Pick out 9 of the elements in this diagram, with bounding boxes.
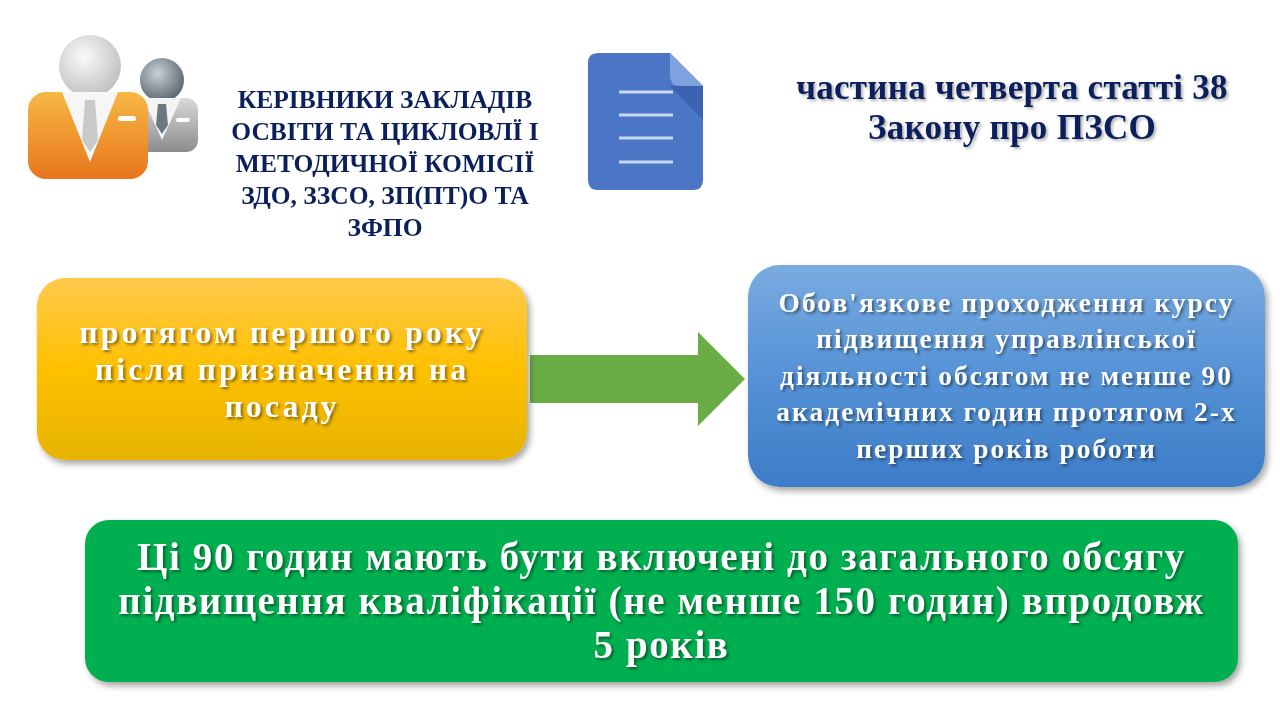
block-arrow [530, 332, 745, 426]
rounded-box [748, 265, 1265, 487]
law-reference-text: частина четверта статті 38 Закону про ПЗСО [795, 68, 1229, 148]
box-text: Ці 90 годин мають бути включені до загального обсягу підвищення кваліфікації (не менше 150 годин) впродовж 5 років [117, 535, 1206, 667]
rounded-box [37, 278, 527, 460]
box-text: Обов'язкове проходження курсу підвищення управлінської діяльності обсягом не менше 90 академічних годин протягом 2-х перших років роботи [775, 285, 1238, 466]
rounded-box [85, 520, 1238, 682]
box-text: протягом першого року після призначення на посаду [78, 313, 486, 425]
heading-text: КЕРІВНИКИ ЗАКЛАДІВ ОСВІТИ ТА ЦИКЛОВЛЇ І МЕТОДИЧНОЇ КОМІСІЇ ЗДО, ЗЗСО, ЗП(ПТ)О ТА ЗФПО [230, 84, 540, 244]
